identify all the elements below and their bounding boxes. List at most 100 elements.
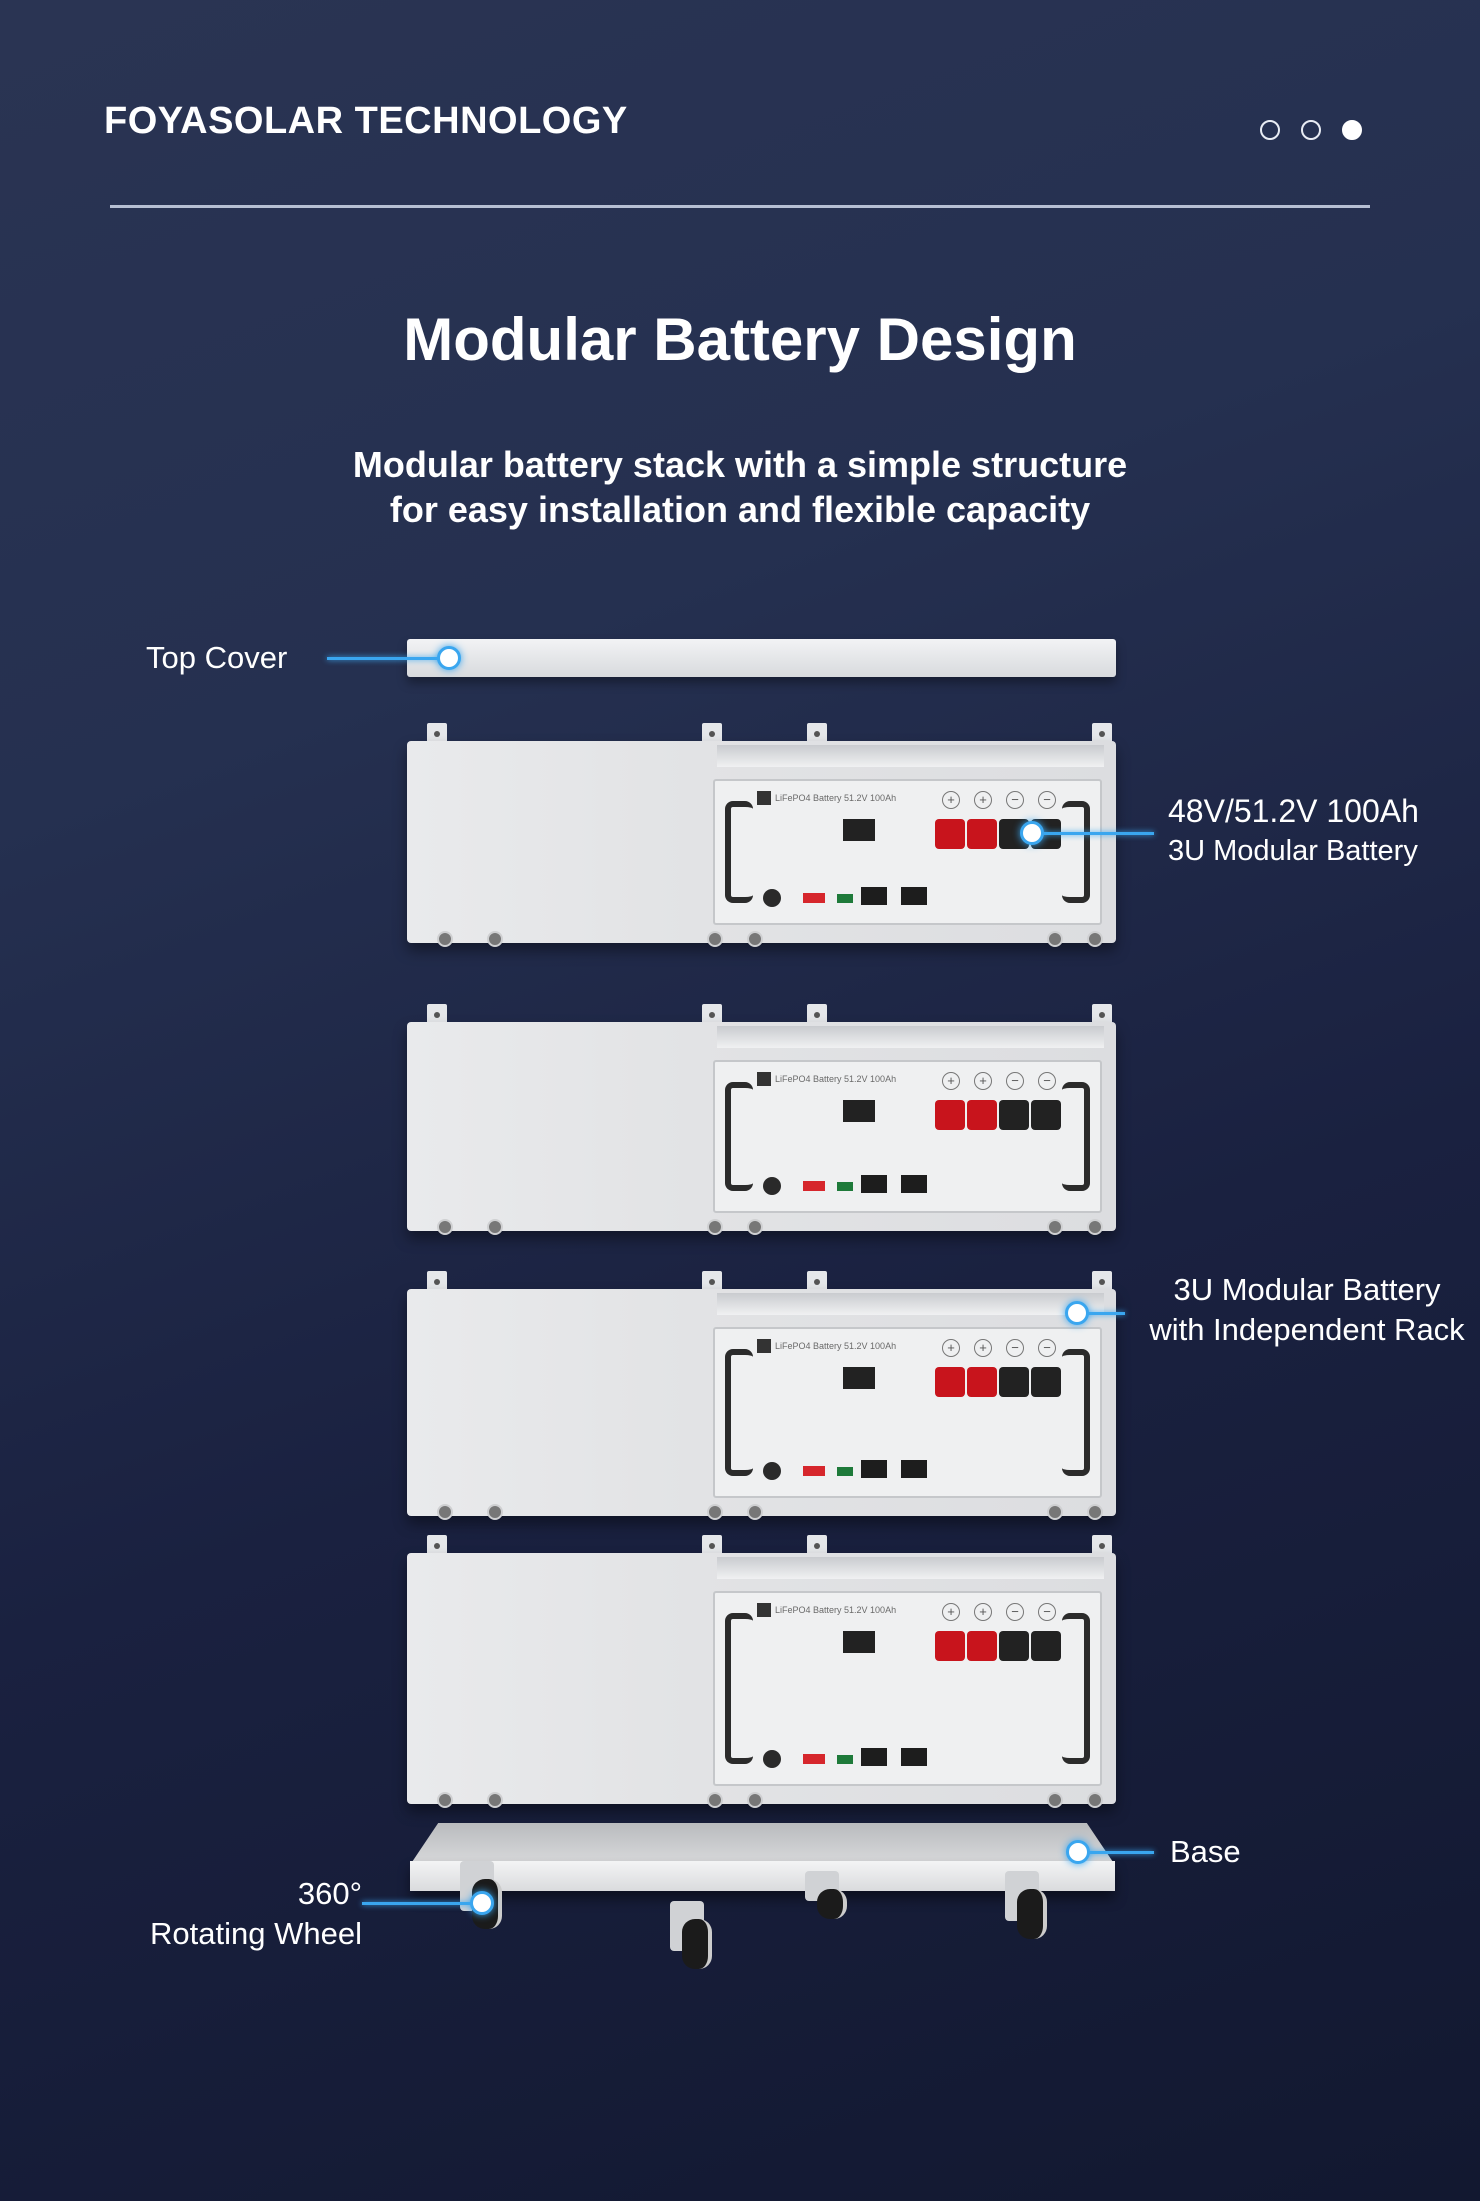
wheel-icon [1005,1871,1049,1941]
negative-terminal [1031,1100,1061,1130]
screw-icon [437,1504,453,1520]
comm-port [861,1460,887,1478]
mounting-tab [427,1535,447,1557]
battery-case: LiFePO4 Battery 51.2V 100Ah + + − − [407,1022,1116,1235]
base-tray-front [410,1861,1115,1891]
callout-line [327,657,449,660]
positive-terminal [935,1367,965,1397]
wheel-icon [805,1871,849,1919]
screw-icon [747,1792,763,1808]
plus-icon: + [942,1603,960,1621]
mounting-tab [702,723,722,745]
panel-model-text: LiFePO4 Battery 51.2V 100Ah [775,1605,897,1615]
mounting-tab [427,1004,447,1026]
handle-icon [725,1349,753,1476]
mounting-tab [702,1535,722,1557]
positive-terminal [967,1367,997,1397]
comm-port [901,1748,927,1766]
screw-icon [487,1219,503,1235]
minus-icon: − [1038,1072,1056,1090]
battery-module: LiFePO4 Battery 51.2V 100Ah + + − − [407,723,1116,947]
battery-case: LiFePO4 Battery 51.2V 100Ah + + − − [407,741,1116,947]
breaker-switch [843,819,875,841]
negative-terminal [1031,1367,1061,1397]
callout-battery-spec: 48V/51.2V 100Ah [1168,793,1419,829]
handle-icon [1062,1349,1090,1476]
minus-icon: − [1038,791,1056,809]
plus-icon: + [974,1603,992,1621]
rack-rim [717,1293,1104,1315]
callout-line [1032,832,1154,835]
plus-icon: + [974,1339,992,1357]
mounting-tab [807,723,827,745]
minus-icon: − [1038,1339,1056,1357]
callout-rack-line: 3U Modular Battery [1173,1272,1441,1307]
logo-icon [757,1339,771,1353]
positive-terminal [967,1631,997,1661]
screw-icon [437,1792,453,1808]
screw-icon [707,1792,723,1808]
subtitle-line: Modular battery stack with a simple stru… [352,444,1128,485]
pagination-dot-active[interactable] [1342,120,1362,140]
mounting-tab [807,1271,827,1293]
mounting-tab [1092,1535,1112,1557]
status-port [837,894,853,903]
mounting-tab [702,1271,722,1293]
handle-icon [1062,1613,1090,1764]
status-port [837,1467,853,1476]
battery-case: LiFePO4 Battery 51.2V 100Ah + + − − [407,1289,1116,1520]
screw-icon [1087,1792,1103,1808]
status-port [837,1755,853,1764]
screw-icon [1047,1504,1063,1520]
dip-switch [803,1466,825,1476]
base-tray [410,1811,1115,1969]
comm-port [901,1460,927,1478]
dip-switch [803,1754,825,1764]
callout-line [1078,1851,1154,1854]
callout-wheel-line: Rotating Wheel [150,1916,362,1951]
mounting-tab [702,1004,722,1026]
header-divider [110,205,1370,208]
comm-port [901,887,927,905]
mounting-tab [1092,723,1112,745]
callout-dot [1065,1301,1089,1325]
dip-switch [803,1181,825,1191]
mounting-tab [427,723,447,745]
callout-dot [1066,1840,1090,1864]
callout-base: Base [1170,1834,1241,1869]
top-cover [407,639,1116,677]
handle-icon [725,801,753,903]
plus-icon: + [942,791,960,809]
battery-module: LiFePO4 Battery 51.2V 100Ah + + − − [407,1004,1116,1235]
battery-front-panel: LiFePO4 Battery 51.2V 100Ah + + − − [713,1591,1102,1786]
callout-dot [470,1891,494,1915]
pagination-dot[interactable] [1301,120,1321,140]
screw-icon [1047,1792,1063,1808]
power-knob [763,1462,781,1480]
mounting-tab [1092,1004,1112,1026]
handle-icon [1062,801,1090,903]
comm-port [901,1175,927,1193]
comm-port [861,887,887,905]
rack-rim [717,1557,1104,1579]
callout-battery: 48V/51.2V 100Ah 3U Modular Battery [1168,791,1419,871]
mounting-tab [1092,1271,1112,1293]
battery-module: LiFePO4 Battery 51.2V 100Ah + + − − [407,1535,1116,1808]
positive-terminal [967,1100,997,1130]
screw-icon [487,1792,503,1808]
plus-icon: + [974,791,992,809]
minus-icon: − [1006,791,1024,809]
screw-icon [1087,1504,1103,1520]
callout-top-cover: Top Cover [146,640,288,675]
callout-line [1077,1312,1125,1315]
logo-icon [757,1603,771,1617]
pagination-dot[interactable] [1260,120,1280,140]
battery-case: LiFePO4 Battery 51.2V 100Ah + + − − [407,1553,1116,1808]
logo-icon [757,791,771,805]
screw-icon [437,931,453,947]
breaker-switch [843,1631,875,1653]
mounting-tab [427,1271,447,1293]
status-port [837,1182,853,1191]
dip-switch [803,893,825,903]
positive-terminal [935,1631,965,1661]
